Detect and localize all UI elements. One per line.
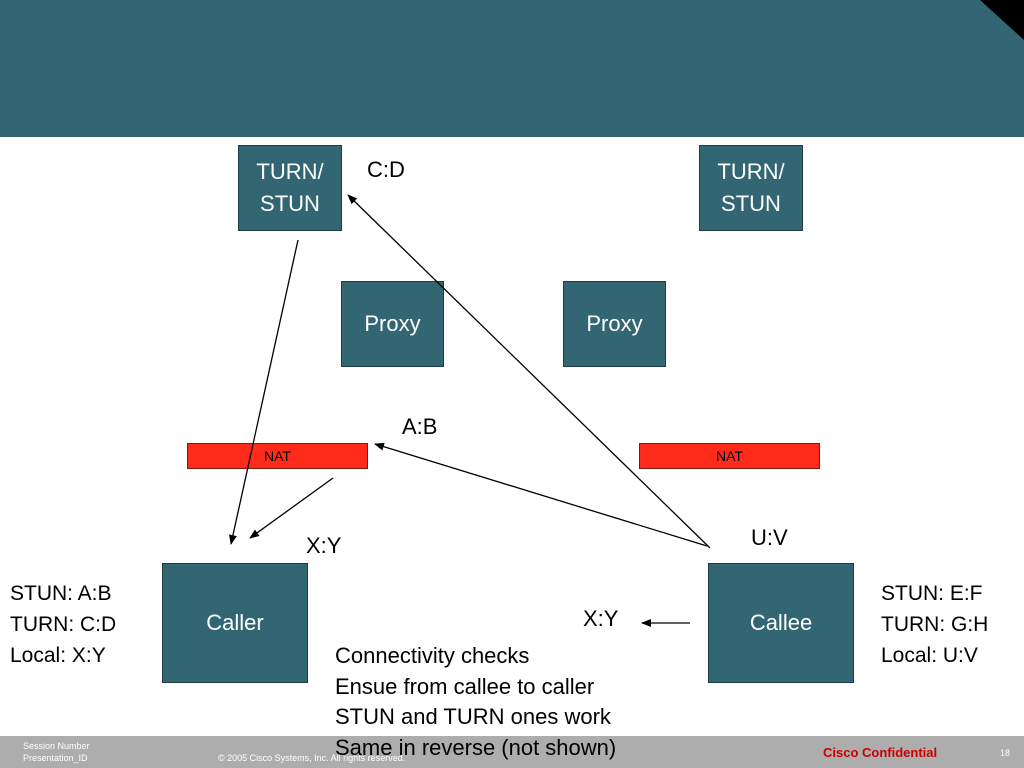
confidential-label: Cisco Confidential [823,745,938,760]
arrow-callee-to-nat [374,442,708,547]
caller-candidates-list: STUN: A:B TURN: C:D Local: X:Y [10,582,117,667]
turn-stun-server-right: TURN/ STUN [699,145,803,231]
title-banner [0,0,1024,137]
page-number: 18 [1000,748,1011,758]
callee-box: Callee [708,563,854,683]
presentation-id: Presentation_ID [23,753,88,763]
corner-triangle-decoration [980,0,1024,40]
callee-candidates-list: STUN: E:F TURN: G:H Local: U:V [881,582,989,667]
nat-left: NAT [187,443,368,469]
address-ab-label: A:B [402,414,438,439]
connectivity-notes: Connectivity checks Ensue from callee to… [335,643,617,760]
address-cd-label: C:D [367,157,405,182]
nat-right: NAT [639,443,820,469]
session-number: Session Number [23,741,90,751]
footer-bar [0,736,1024,768]
proxy-left: Proxy [341,281,444,367]
address-uv-label: U:V [751,525,788,550]
address-xy-caller-label: X:Y [306,533,342,558]
copyright-text: © 2005 Cisco Systems, Inc. All rights re… [218,753,406,763]
address-xy-callee-label: X:Y [583,606,619,631]
proxy-right: Proxy [563,281,666,367]
arrow-callee-to-turn [347,194,711,549]
arrow-turn-to-caller [229,239,299,545]
caller-box: Caller [162,563,308,683]
turn-stun-server-left: TURN/ STUN [238,145,342,231]
arrow-nat-to-caller [249,477,334,539]
